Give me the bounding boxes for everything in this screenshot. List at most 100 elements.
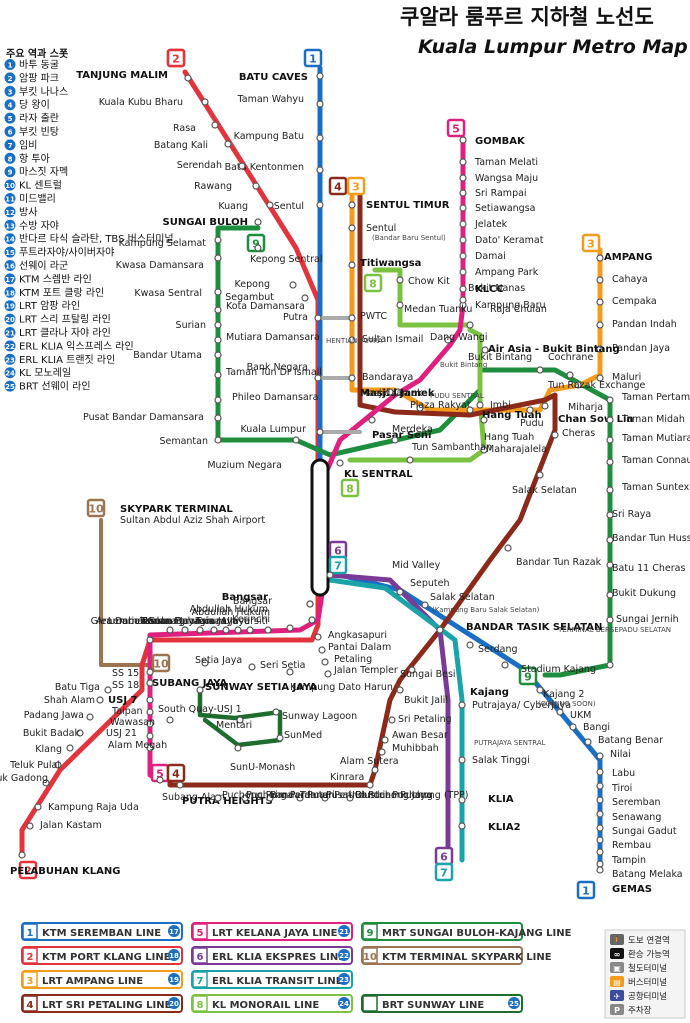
station-dot[interactable]	[214, 288, 222, 296]
station-dot[interactable]	[606, 661, 614, 669]
station-dot[interactable]	[466, 321, 474, 329]
station-dot[interactable]	[536, 366, 544, 374]
station-dot[interactable]	[146, 696, 154, 704]
station-dot[interactable]	[606, 616, 614, 624]
station-dot[interactable]	[551, 431, 559, 439]
station-dot[interactable]	[289, 281, 297, 289]
station-dot[interactable]	[606, 458, 614, 466]
station-dot[interactable]	[266, 794, 274, 802]
station-dot[interactable]	[286, 668, 294, 676]
badge-line-8-sentral[interactable]: 8	[340, 478, 360, 498]
badge-line-8[interactable]: 8	[363, 273, 383, 293]
station-dot[interactable]	[444, 336, 452, 344]
station-dot[interactable]	[336, 459, 344, 467]
station-dot[interactable]	[596, 848, 604, 856]
station-dot[interactable]	[214, 321, 222, 329]
station-dot[interactable]	[326, 571, 334, 579]
badge-line-6-klia[interactable]: 6	[434, 846, 454, 866]
station-dot[interactable]	[214, 436, 222, 444]
badge-line-2-klang[interactable]: 2	[18, 860, 38, 880]
station-dot[interactable]	[316, 201, 324, 209]
station-dot[interactable]	[436, 626, 444, 634]
badge-line-9-kajang[interactable]: 9	[518, 666, 538, 686]
station-dot[interactable]	[196, 626, 204, 634]
station-dot[interactable]	[254, 218, 262, 226]
station-dot[interactable]	[184, 74, 192, 82]
station-dot[interactable]	[234, 626, 242, 634]
station-dot[interactable]	[42, 779, 50, 787]
station-dot[interactable]	[596, 860, 604, 868]
station-dot[interactable]	[596, 836, 604, 844]
station-dot[interactable]	[569, 723, 577, 731]
station-dot[interactable]	[606, 486, 614, 494]
station-dot[interactable]	[458, 756, 466, 764]
station-dot[interactable]	[606, 511, 614, 519]
station-dot[interactable]	[248, 663, 256, 671]
station-dot[interactable]	[606, 591, 614, 599]
station-dot[interactable]	[181, 626, 189, 634]
station-dot[interactable]	[196, 686, 204, 694]
badge-line-3-ampang[interactable]: 3	[581, 233, 601, 253]
station-dot[interactable]	[346, 794, 354, 802]
station-dot[interactable]	[238, 162, 246, 170]
station-dot[interactable]	[254, 244, 262, 252]
station-dot[interactable]	[201, 98, 209, 106]
station-dot[interactable]	[296, 794, 304, 802]
station-dot[interactable]	[606, 536, 614, 544]
badge-line-3[interactable]: 3	[346, 176, 366, 196]
station-dot[interactable]	[504, 544, 512, 552]
station-dot[interactable]	[316, 100, 324, 108]
station-dot[interactable]	[574, 381, 582, 389]
station-dot[interactable]	[459, 236, 467, 244]
station-dot[interactable]	[536, 686, 544, 694]
station-dot[interactable]	[76, 729, 84, 737]
station-dot[interactable]	[234, 744, 242, 752]
badge-line-5[interactable]: 5	[446, 118, 466, 138]
station-dot[interactable]	[26, 822, 34, 830]
station-dot[interactable]	[596, 321, 604, 329]
badge-line-7-klia[interactable]: 7	[434, 862, 454, 882]
station-dot[interactable]	[421, 601, 429, 609]
station-dot[interactable]	[316, 72, 324, 80]
station-dot[interactable]	[396, 276, 404, 284]
station-dot[interactable]	[381, 736, 389, 744]
station-dot[interactable]	[368, 416, 376, 424]
station-dot[interactable]	[378, 748, 386, 756]
station-dot[interactable]	[459, 189, 467, 197]
station-dot[interactable]	[314, 633, 322, 641]
station-dot[interactable]	[146, 744, 154, 752]
station-dot[interactable]	[252, 182, 260, 190]
station-dot[interactable]	[386, 388, 394, 396]
station-dot[interactable]	[459, 220, 467, 228]
station-dot[interactable]	[458, 701, 466, 709]
station-dot[interactable]	[276, 734, 284, 742]
station-dot[interactable]	[214, 336, 222, 344]
station-dot[interactable]	[166, 626, 174, 634]
station-dot[interactable]	[321, 658, 329, 666]
station-dot[interactable]	[246, 626, 254, 634]
station-dot[interactable]	[146, 720, 154, 728]
station-dot[interactable]	[308, 616, 316, 624]
station-dot[interactable]	[264, 626, 272, 634]
station-dot[interactable]	[459, 204, 467, 212]
station-dot[interactable]	[459, 268, 467, 276]
station-dot[interactable]	[66, 744, 74, 752]
station-dot[interactable]	[86, 713, 94, 721]
station-dot[interactable]	[214, 794, 222, 802]
station-dot[interactable]	[459, 158, 467, 166]
station-dot[interactable]	[371, 766, 379, 774]
station-dot[interactable]	[214, 236, 222, 244]
station-dot[interactable]	[596, 796, 604, 804]
station-dot[interactable]	[146, 708, 154, 716]
station-dot[interactable]	[481, 346, 489, 354]
station-dot[interactable]	[526, 406, 534, 414]
station-dot[interactable]	[394, 388, 402, 396]
station-dot[interactable]	[396, 588, 404, 596]
badge-line-6[interactable]: 6	[328, 540, 348, 560]
